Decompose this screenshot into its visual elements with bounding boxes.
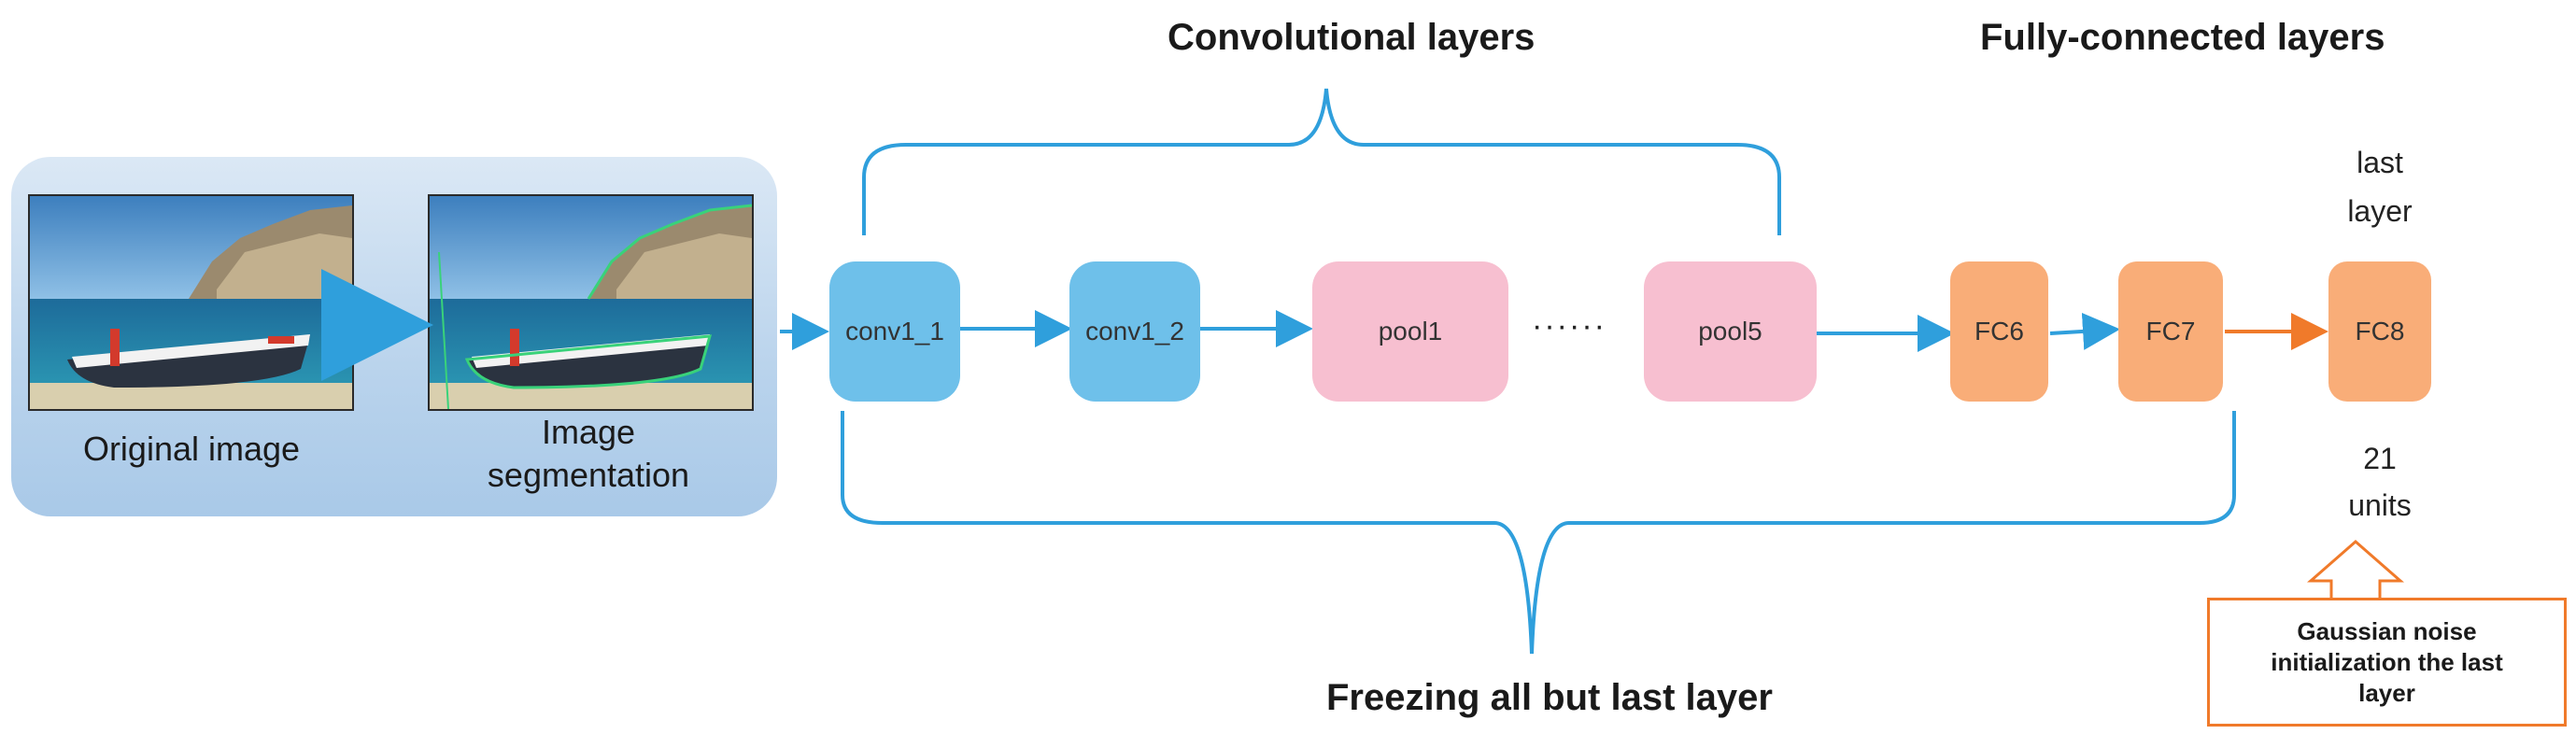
fc7-label: FC7 (2145, 317, 2196, 346)
pool5-label: pool5 (1698, 317, 1762, 346)
callout-line3: layer (2358, 678, 2415, 707)
segmentation-label-line1: Image (541, 413, 636, 451)
segmentation-image-graphic (430, 196, 752, 409)
fc6-node: FC6 (1950, 261, 2048, 402)
fully-connected-layers-heading: Fully-connected layers (1980, 17, 2385, 58)
freezing-layers-brace (841, 411, 2236, 655)
callout-arrow (2307, 540, 2404, 601)
segmentation-label-line2: segmentation (487, 456, 690, 494)
fc6-label: FC6 (1974, 317, 2024, 346)
conv1-1-label: conv1_1 (845, 317, 944, 346)
original-image-label: Original image (82, 430, 301, 468)
conv1-2-label: conv1_2 (1085, 317, 1184, 346)
ellipsis-separator: ······ (1532, 308, 1606, 344)
units-count-label: 21 (2363, 442, 2397, 475)
last-layer-label-line1: last (2357, 146, 2403, 179)
arrow-fc6-to-fc7 (2049, 312, 2120, 350)
fc8-label: FC8 (2355, 317, 2405, 346)
conv1-2-node: conv1_2 (1069, 261, 1200, 402)
callout-line2: initialization the last (2271, 647, 2503, 676)
pool5-node: pool5 (1644, 261, 1817, 402)
conv1-1-node: conv1_1 (829, 261, 960, 402)
callout-line1: Gaussian noise (2297, 616, 2477, 645)
gaussian-noise-callout: Gaussian noise initialization the last l… (2207, 598, 2567, 727)
convolutional-layers-brace (862, 88, 1781, 235)
fc8-node: FC8 (2328, 261, 2431, 402)
convolutional-layers-heading: Convolutional layers (1168, 17, 1536, 58)
freezing-heading: Freezing all but last layer (1326, 677, 1773, 718)
segmentation-image (428, 194, 754, 411)
pool1-node: pool1 (1312, 261, 1508, 402)
units-label: units (2348, 488, 2412, 522)
last-layer-label-line2: layer (2347, 194, 2413, 228)
fc7-node: FC7 (2118, 261, 2223, 402)
pool1-label: pool1 (1378, 317, 1443, 346)
original-image-graphic (30, 196, 352, 409)
